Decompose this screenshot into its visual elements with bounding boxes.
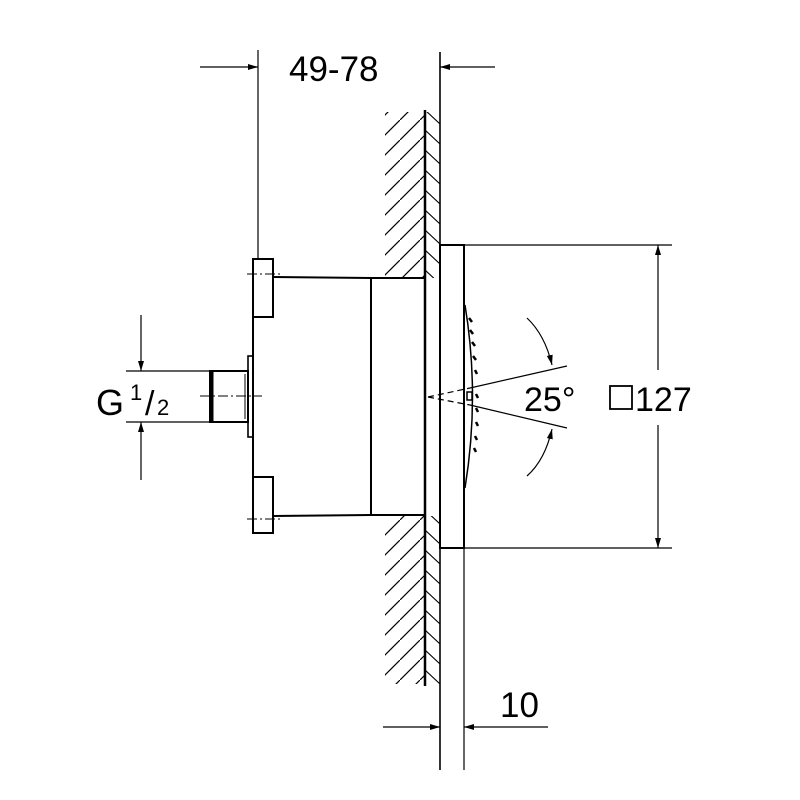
spray-angle-label: 25° <box>524 381 575 419</box>
wall-section <box>385 52 441 770</box>
spray-cone <box>427 317 568 477</box>
thread-denominator-label: 2 <box>157 395 169 420</box>
square-symbol-icon <box>609 385 633 410</box>
plate-size-label: 127 <box>635 381 692 419</box>
cover-plate <box>439 244 480 549</box>
dimension-lines <box>126 50 672 770</box>
center-lines <box>200 273 280 520</box>
thread-slash-label: / <box>145 385 155 423</box>
thread-prefix-label: G <box>96 382 124 423</box>
depth-dimension-label: 49-78 <box>289 50 379 89</box>
plate-thickness-label: 10 <box>500 686 539 725</box>
thread-numerator-label: 1 <box>130 380 142 405</box>
